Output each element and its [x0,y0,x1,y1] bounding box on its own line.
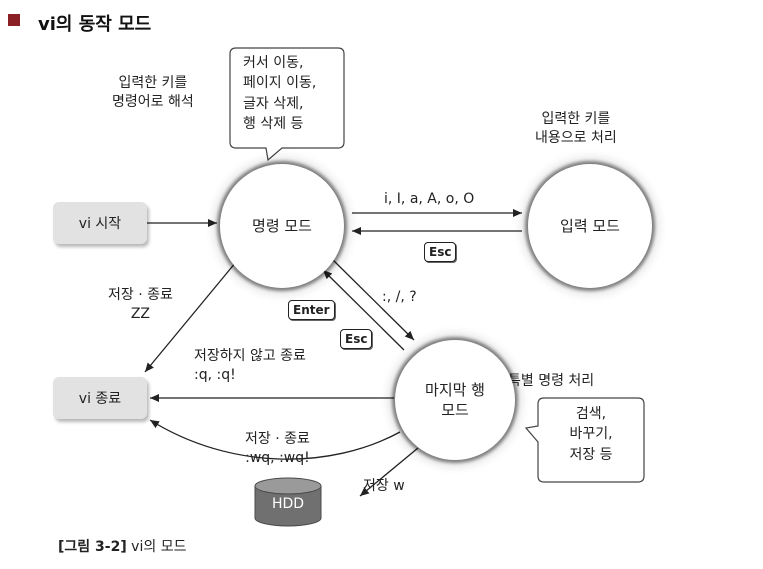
quit-no-save: 저장하지 않고 종료 :q, :q! [194,347,306,385]
last-line-bubble-line: 바꾸기, [569,426,613,443]
command-note-line-2: 명령어로 해석 [112,93,194,110]
input-note: 입력한 키를 내용으로 처리 [535,110,617,148]
edge-last-line-to-hdd [359,447,419,497]
command-bubble-line: 페이지 이동, [243,75,317,92]
esc-key-icon: Esc [424,242,457,262]
vi-start-node: vi 시작 [53,202,147,244]
command-bubble-line: 행 삭제 등 [243,115,304,132]
input-mode-node: 입력 모드 [528,164,652,288]
save-quit-zz-line-1: 저장 · 종료 [108,287,173,303]
command-bubble-shape [229,47,345,162]
figure-caption-text: vi의 모드 [126,539,187,555]
save-quit-wq-line-2: :wq, :wq! [245,449,310,466]
edge-last-line-to-exit-save [149,419,401,460]
command-note-line-1: 입력한 키를 [118,75,188,91]
figure-caption: [그림 3-2] vi의 모드 [58,536,186,556]
hdd-label: HDD [271,496,305,512]
command-bubble-line: 글자 삭제, [243,95,304,112]
last-line-bubble-line: 저장 등 [569,446,613,463]
last-line-bubble-line: 검색, [575,406,607,422]
save-quit-zz-line-2: ZZ [130,305,151,322]
heading-bullet-icon [8,14,20,26]
esc-key-icon: Esc [340,329,373,349]
last-line-mode-node: 마지막 행 모드 [395,340,515,460]
save-quit-zz: 저장 · 종료 ZZ [108,286,173,324]
last-line-bubble-text: 검색, 바꾸기, 저장 등 [548,404,634,465]
save-w: 저장 w [363,478,405,494]
input-note-line-1: 입력한 키를 [541,111,611,127]
quit-no-save-line-1: 저장하지 않고 종료 [194,348,306,364]
command-mode-node: 명령 모드 [220,164,344,288]
command-note: 입력한 키를 명령어로 해석 [112,74,194,112]
command-bubble-line: 커서 이동, [243,55,304,71]
edge-command-to-last-line [332,259,415,341]
to-last-line-keys: :, /, ? [382,289,417,305]
hdd-icon [254,477,322,527]
last-line-mode-label-2: 모드 [441,401,469,419]
vi-exit-node: vi 종료 [53,377,147,419]
edge-command-to-exit [144,261,237,373]
command-mode-label: 명령 모드 [252,216,312,235]
last-line-mode-label-1: 마지막 행 [425,380,485,399]
enter-key-icon: Enter [288,300,335,320]
figure-caption-label: [그림 3-2] [58,539,127,555]
page-title: vi의 동작 모드 [38,14,152,35]
special-note: 특별 명령 처리 [508,373,595,389]
edge-last-line-to-command [322,269,405,351]
save-quit-wq: 저장 · 종료 :wq, :wq! [245,430,310,468]
vi-start-label: vi 시작 [78,216,122,232]
to-input-keys: i, I, a, A, o, O [384,191,475,207]
save-quit-wq-line-1: 저장 · 종료 [245,431,310,447]
command-bubble-text: 커서 이동, 페이지 이동, 글자 삭제, 행 삭제 등 [243,53,316,134]
vi-exit-label: vi 종료 [78,391,122,407]
input-note-line-2: 내용으로 처리 [535,129,617,146]
input-mode-label: 입력 모드 [560,216,620,235]
last-line-bubble-shape [524,397,645,483]
quit-no-save-line-2: :q, :q! [194,366,236,383]
